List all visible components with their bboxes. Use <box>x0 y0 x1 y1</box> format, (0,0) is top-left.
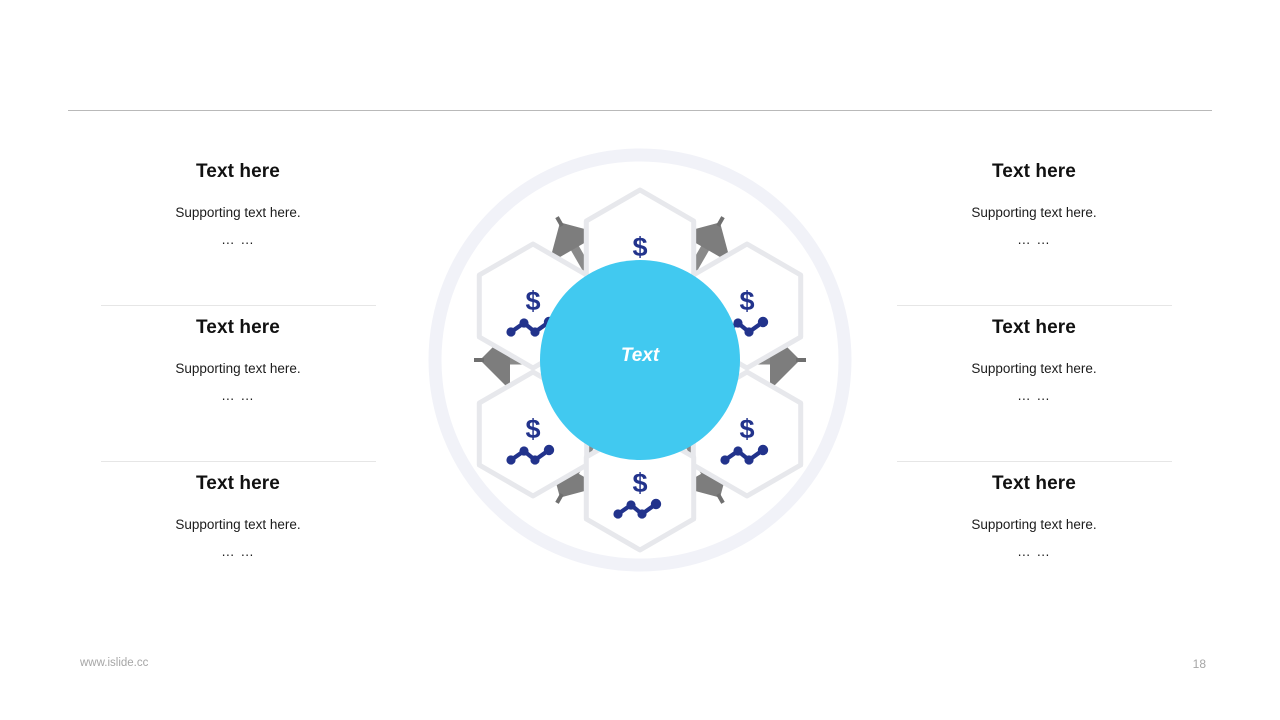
text-block: Text here Supporting text here. … … <box>93 306 383 462</box>
text-block: Text here Supporting text here. … … <box>93 462 383 618</box>
block-dots: … … <box>1017 544 1051 559</box>
block-title: Text here <box>992 473 1076 494</box>
left-text-column: Text here Supporting text here. … … Text… <box>93 150 383 618</box>
text-block: Text here Supporting text here. … … <box>93 150 383 306</box>
header-divider <box>68 110 1212 111</box>
block-subtitle: Supporting text here. <box>175 205 301 220</box>
block-dots: … … <box>221 544 255 559</box>
block-dots: … … <box>1017 232 1051 247</box>
block-dots: … … <box>221 232 255 247</box>
hexagon-wheel-diagram: $ <box>400 120 880 600</box>
block-dots: … … <box>221 388 255 403</box>
right-text-column: Text here Supporting text here. … … Text… <box>889 150 1179 618</box>
block-divider <box>101 305 376 306</box>
block-divider <box>101 461 376 462</box>
footer-url[interactable]: www.islide.cc <box>80 657 149 669</box>
block-title: Text here <box>992 161 1076 182</box>
block-subtitle: Supporting text here. <box>971 517 1097 532</box>
center-circle[interactable] <box>540 260 740 460</box>
block-title: Text here <box>196 473 280 494</box>
block-title: Text here <box>196 317 280 338</box>
block-title: Text here <box>196 161 280 182</box>
block-dots: … … <box>1017 388 1051 403</box>
block-subtitle: Supporting text here. <box>971 205 1097 220</box>
block-subtitle: Supporting text here. <box>175 517 301 532</box>
text-block: Text here Supporting text here. … … <box>889 462 1179 618</box>
block-subtitle: Supporting text here. <box>175 361 301 376</box>
text-block: Text here Supporting text here. … … <box>889 306 1179 462</box>
block-divider <box>897 305 1172 306</box>
block-subtitle: Supporting text here. <box>971 361 1097 376</box>
block-title: Text here <box>992 317 1076 338</box>
page-number: 18 <box>1192 657 1206 671</box>
outer-ring <box>428 148 852 572</box>
block-divider <box>897 461 1172 462</box>
text-block: Text here Supporting text here. … … <box>889 150 1179 306</box>
